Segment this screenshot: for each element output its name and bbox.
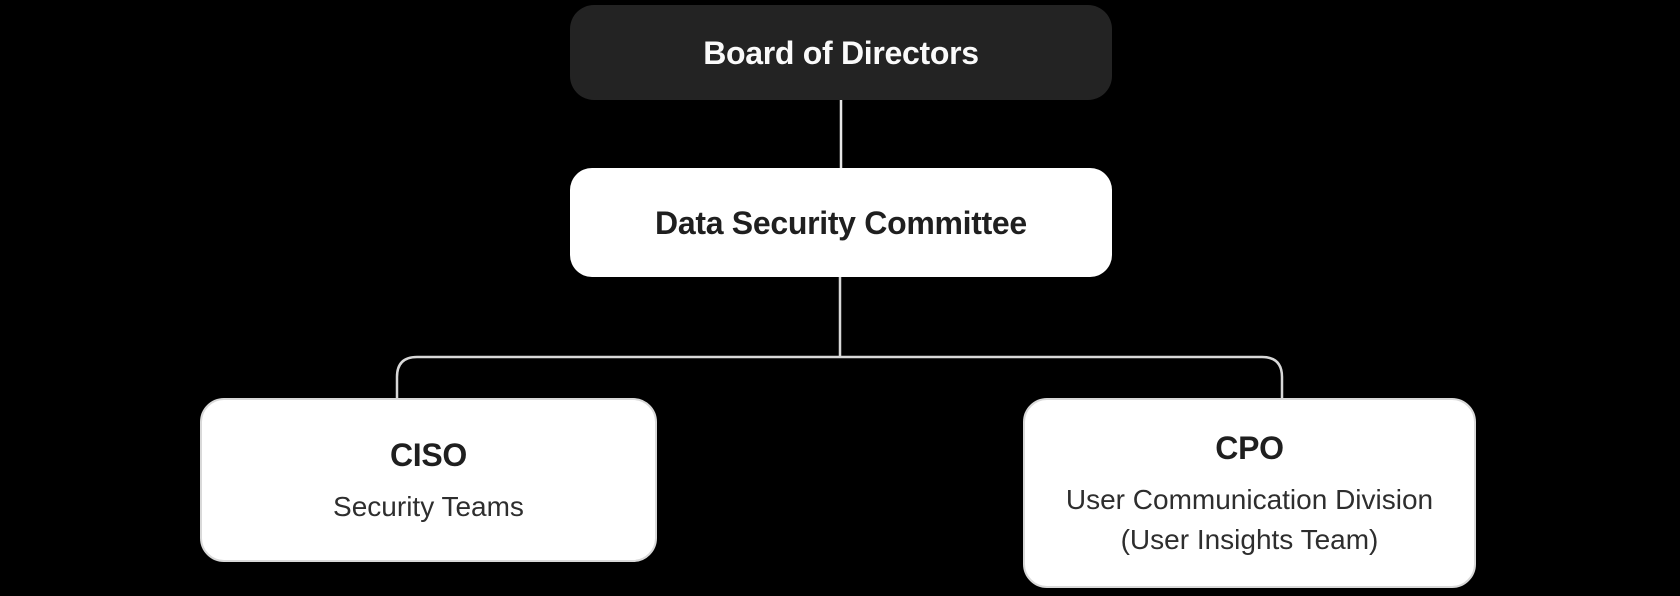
cpo-subtitle-line-1: User Communication Division bbox=[1065, 484, 1434, 515]
edge-children-bracket bbox=[395, 355, 1284, 399]
cpo-title: CPO bbox=[1215, 430, 1284, 466]
cpo-subtitle-line-2: (User Insights Team) bbox=[1120, 524, 1379, 555]
node-cpo: CPO User Communication Division (User In… bbox=[1023, 398, 1476, 588]
cpo-subtitle: User Communication Division (User Insigh… bbox=[1066, 480, 1433, 560]
ciso-title: CISO bbox=[389, 437, 468, 473]
node-ciso: CISO Security Teams bbox=[200, 398, 657, 562]
board-of-directors-label: Board of Directors bbox=[703, 34, 979, 71]
ciso-subtitle: Security Teams bbox=[333, 491, 524, 522]
node-board-of-directors: Board of Directors bbox=[570, 5, 1112, 100]
node-data-security-committee: Data Security Committee bbox=[570, 168, 1112, 277]
data-security-committee-label: Data Security Committee bbox=[655, 204, 1027, 241]
